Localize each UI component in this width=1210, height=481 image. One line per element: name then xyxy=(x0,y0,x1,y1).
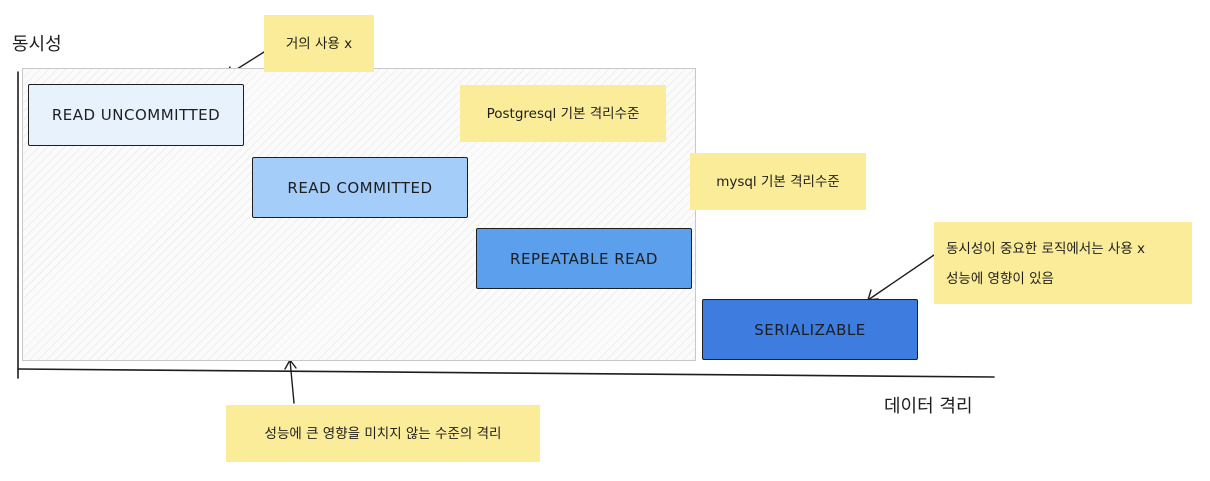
note-serializable-line2: 성능에 영향이 있음 xyxy=(946,271,1054,287)
note-read-uncommitted: 거의 사용 x xyxy=(264,15,374,72)
level-repeatable-read: REPEATABLE READ xyxy=(476,228,692,289)
note-serializable-line1: 동시성이 중요한 로직에서는 사용 x xyxy=(946,241,1146,257)
x-axis xyxy=(17,368,995,378)
note-repeatable-read: mysql 기본 격리수준 xyxy=(690,153,866,210)
note-serializable: 동시성이 중요한 로직에서는 사용 x 성능에 영향이 있음 xyxy=(934,222,1192,304)
level-read-committed: READ COMMITTED xyxy=(252,157,468,218)
level-read-uncommitted: READ UNCOMMITTED xyxy=(28,84,244,146)
y-axis-label: 동시성 xyxy=(12,34,62,55)
arrow-region xyxy=(284,358,297,404)
x-axis-label: 데이터 격리 xyxy=(884,396,973,417)
note-region: 성능에 큰 영향을 미치지 않는 수준의 격리 xyxy=(226,405,540,462)
level-serializable: SERIALIZABLE xyxy=(702,299,918,360)
arrow-serializable xyxy=(867,254,935,301)
note-read-committed: Postgresql 기본 격리수준 xyxy=(460,85,666,142)
